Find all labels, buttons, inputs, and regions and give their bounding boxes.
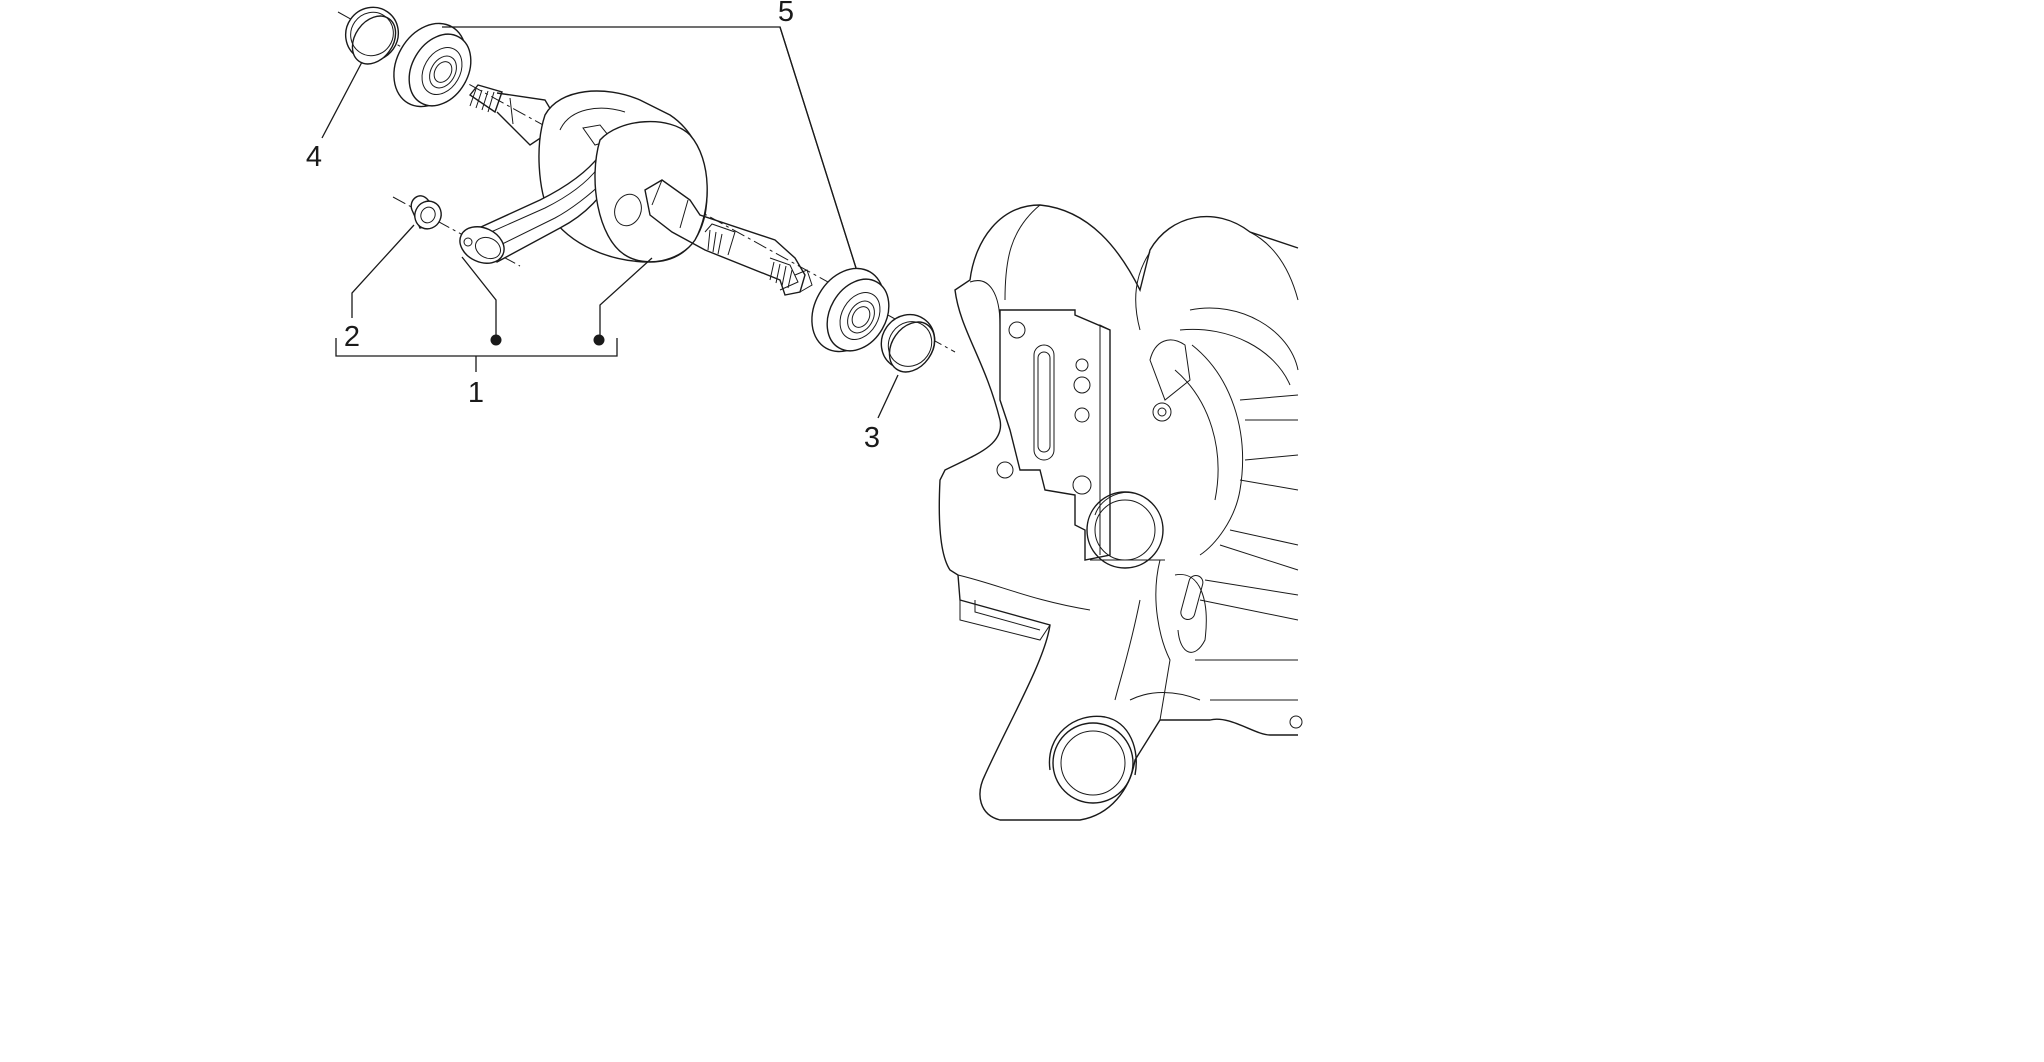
leader-5b [779,26,857,269]
leader-dot-crankshaft [593,334,605,346]
leader-dot-rod [490,334,502,346]
callout-1: 1 [468,377,484,409]
crankshaft-assembly [459,84,813,296]
leader-rod [461,256,497,338]
leader-web [599,257,653,338]
leader-2 [351,224,415,318]
callout-2: 2 [344,321,360,353]
callout-4: 4 [306,141,322,173]
part-2-needle-bearing [410,195,442,230]
leader-3 [877,374,899,419]
group-bracket [335,338,618,357]
part-5-bearing-lower [811,267,890,353]
part-4-oil-seal [344,6,400,65]
part-3-oil-seal [880,313,936,373]
callout-3: 3 [864,422,880,454]
leader-4 [321,61,363,139]
part-5-bearing-upper [393,22,472,108]
crankcase-housing [938,204,1303,821]
callout-5: 5 [778,0,794,28]
leader-lines [321,26,899,419]
